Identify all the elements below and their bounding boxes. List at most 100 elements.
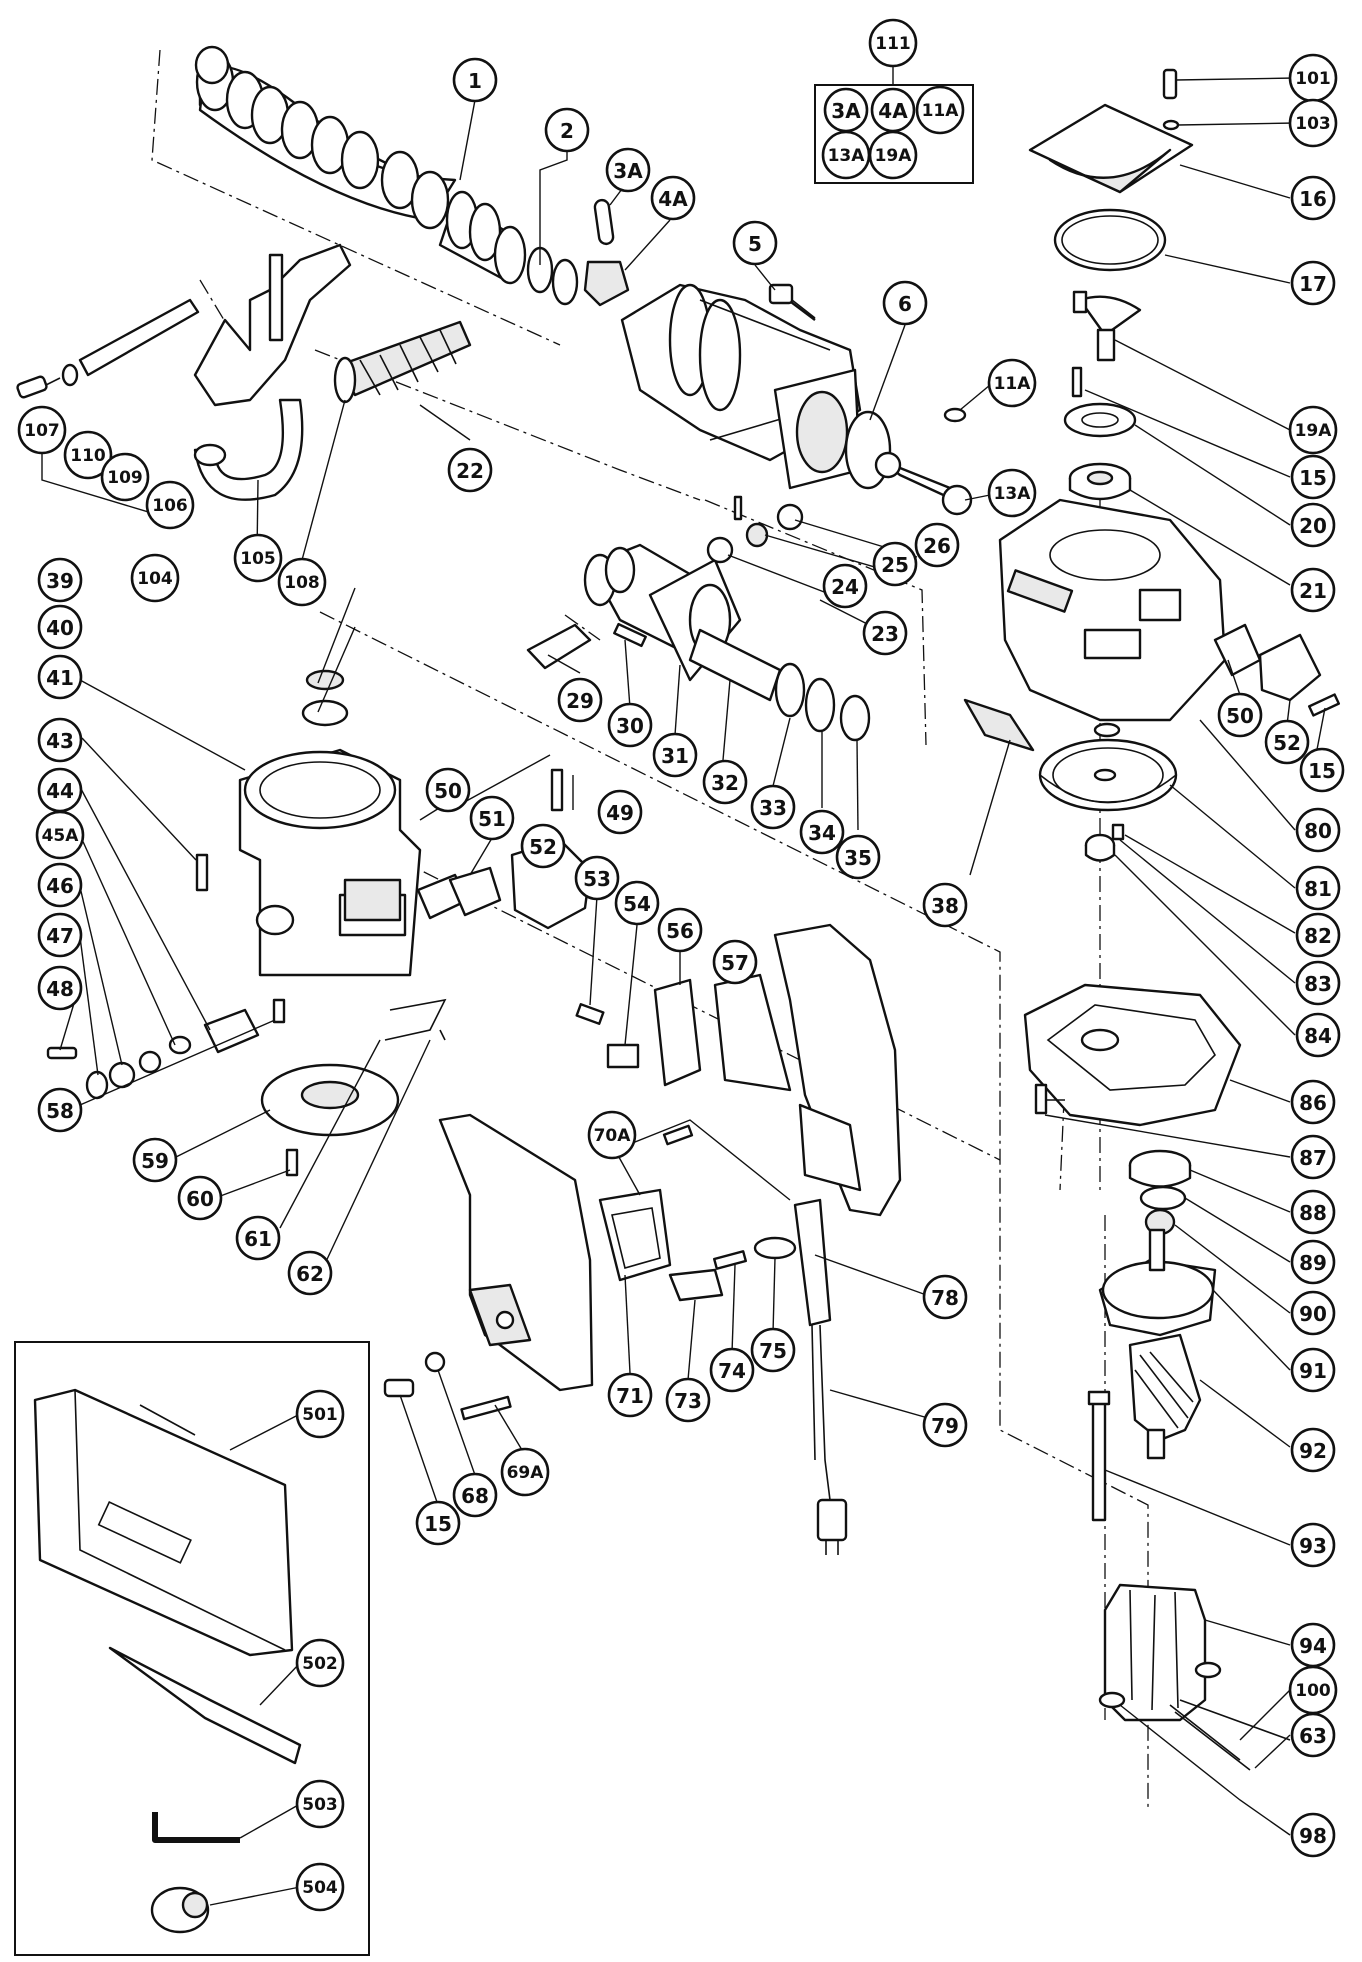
callout-number: 79 [931,1414,959,1438]
callout-number: 43 [46,729,74,753]
callout-c103: 103 [1288,98,1338,148]
motor-housing-assembly [46,669,447,1177]
callout-c5: 5 [732,220,778,266]
callout-circle [882,280,928,326]
callout-circle [597,789,643,835]
callout-circle [799,809,845,855]
callout-c111: 111 [868,18,918,68]
callout-circle [37,604,83,650]
callout-c45A: 45A [35,810,85,860]
callout-c35: 35 [835,834,881,880]
callout-circle [469,795,515,841]
callout-number: 59 [141,1149,169,1173]
callout-number: 41 [46,666,74,690]
callout-c46: 46 [37,862,83,908]
callout-circle [35,810,85,860]
callout-circle [37,654,83,700]
callout-circle [657,907,703,953]
callout-number: 21 [1299,579,1327,603]
callout-c91: 91 [1290,1347,1336,1393]
callout-number: 62 [296,1262,324,1286]
callout-number: 80 [1304,819,1332,843]
callout-c59: 59 [132,1137,178,1183]
callout-c504: 504 [295,1862,345,1912]
callout-number: 57 [721,951,749,975]
callout-c52b: 52 [520,823,566,869]
callout-c17: 17 [1290,260,1336,306]
callout-number: 34 [808,821,836,845]
callout-circle [37,912,83,958]
callout-c92: 92 [1290,1427,1336,1473]
callout-circle [544,107,590,153]
callout-number: 15 [424,1512,452,1536]
callout-number: 39 [46,569,74,593]
callout-number: 25 [881,553,909,577]
callout-circle [295,1862,345,1912]
callout-number: 3A [831,99,861,123]
callout-circle [650,175,696,221]
callout-circle [1217,692,1263,738]
callout-number: 83 [1304,972,1332,996]
callout-circle [702,759,748,805]
callout-number: 1 [468,69,482,93]
callout-c100: 100 [1288,1665,1338,1715]
callout-number: 5 [748,232,762,256]
callout-circle [500,1447,550,1497]
callout-c32: 32 [702,759,748,805]
callout-number: 63 [1299,1724,1327,1748]
callout-c33: 33 [750,784,796,830]
callout-number: 73 [674,1389,702,1413]
callout-circle [652,732,698,778]
callout-c108: 108 [277,557,327,607]
callout-c48: 48 [37,965,83,1011]
callout-number: 74 [718,1359,746,1383]
callout-number: 19A [1295,421,1333,441]
switch-handle-assembly [383,768,902,1555]
callout-number: 89 [1299,1251,1327,1275]
callout-c75: 75 [750,1327,796,1373]
callout-c89: 89 [1290,1239,1336,1285]
callout-number: 103 [1295,114,1331,134]
callout-number: 503 [302,1795,338,1815]
callout-number: 107 [24,421,60,441]
callout-number: 52 [529,835,557,859]
callout-number: 87 [1299,1146,1327,1170]
callout-number: 82 [1304,924,1332,948]
callout-number: 52 [1273,731,1301,755]
callout-c104: 104 [130,553,180,603]
callout-c26: 26 [914,522,960,568]
callout-number: 69A [507,1463,545,1483]
callout-circle [1295,912,1341,958]
callout-circle [1290,1347,1336,1393]
callout-circle [37,1087,83,1133]
callout-c101: 101 [1288,53,1338,103]
callout-number: 50 [434,779,462,803]
callout-circle [235,1215,281,1261]
callout-circle [712,939,758,985]
callout-number: 47 [46,924,74,948]
callout-number: 31 [661,744,689,768]
callout-circle [37,557,83,603]
callout-number: 3A [613,159,643,183]
callout-c1: 1 [452,57,498,103]
callout-number: 4A [658,187,688,211]
callout-c87: 87 [1290,1134,1336,1180]
callout-c109: 109 [100,452,150,502]
callout-c38: 38 [922,882,968,928]
callout-number: 84 [1304,1024,1332,1048]
callout-c61: 61 [235,1215,281,1261]
callout-circle [452,57,498,103]
callout-c58: 58 [37,1087,83,1133]
callout-circle [914,522,960,568]
callout-number: 91 [1299,1359,1327,1383]
callout-circle [1290,175,1336,221]
callout-circle [922,882,968,928]
callout-circle [709,1347,755,1393]
callout-number: 23 [871,622,899,646]
callout-number: 109 [107,468,143,488]
callout-c88: 88 [1290,1189,1336,1235]
callout-c94: 94 [1290,1622,1336,1668]
callout-number: 81 [1304,877,1332,901]
callout-circle [295,1389,345,1439]
callout-c19A: 19A [1288,405,1338,455]
